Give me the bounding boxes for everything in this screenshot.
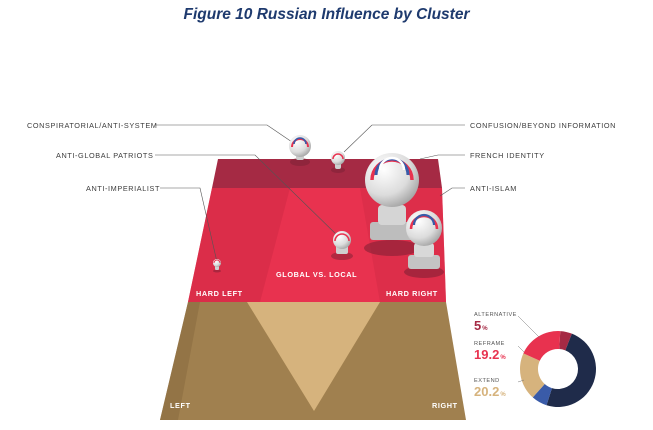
donut-leader-line (517, 315, 541, 339)
donut-leader-line (517, 379, 525, 383)
label-anti-islam: ANTI-ISLAM (470, 184, 517, 193)
label-hard-left: HARD LEFT (196, 289, 243, 298)
label-conspiratorial: CONSPIRATORIAL/ANTI-SYSTEM (27, 121, 158, 130)
donut-label-alternative: ALTERNATIVE (474, 312, 517, 318)
label-anti-imperialist: ANTI-IMPERIALIST (86, 184, 161, 193)
pin-confusion (331, 151, 345, 173)
label-hard-right: HARD RIGHT (386, 289, 438, 298)
label-global-vs-local: GLOBAL VS. LOCAL (276, 270, 358, 279)
label-left: LEFT (170, 401, 191, 410)
pin-anti-islam (404, 210, 444, 278)
pin-anti-global (331, 231, 353, 260)
pin-anti-imperialist (213, 259, 221, 273)
donut-value-extend: 20.2% (474, 384, 506, 399)
donut-slice-extend (520, 353, 545, 398)
leader-lines (155, 124, 465, 263)
plane-middle-shadow (188, 188, 290, 302)
donut-label-extend: EXTEND (474, 378, 500, 384)
donut-chart (517, 315, 596, 408)
figure-title: Figure 10 Russian Influence by Cluster (183, 6, 470, 23)
label-confusion: CONFUSION/BEYOND INFORMATION (470, 121, 616, 130)
plane-base-shadow (160, 302, 200, 420)
donut-value-reframe: 19.2% (474, 347, 506, 362)
donut-slice-remainder-accent (532, 383, 552, 406)
plane-base-triangle (247, 302, 380, 411)
label-french-identity: FRENCH IDENTITY (470, 151, 545, 160)
donut-slice-reframe (523, 331, 561, 361)
donut-slice-alternative (559, 331, 572, 351)
donut-label-reframe: REFRAME (474, 341, 505, 347)
donut-slice-remainder (546, 333, 596, 408)
donut-value-alternative: 5% (474, 318, 488, 333)
donut-leader-line (517, 345, 525, 353)
label-anti-global: ANTI-GLOBAL PATRIOTS (56, 151, 154, 160)
pin-french-identity (364, 153, 420, 256)
pin-conspiratorial (289, 135, 311, 166)
label-right: RIGHT (432, 401, 458, 410)
